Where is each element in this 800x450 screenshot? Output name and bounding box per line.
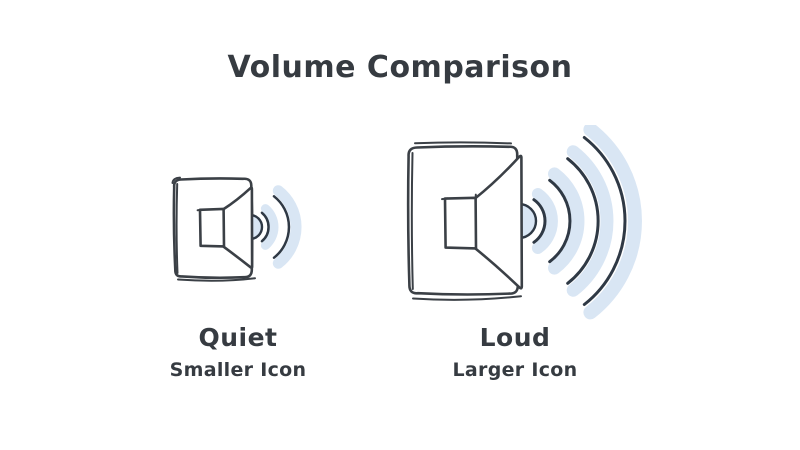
- speaker-driver: [198, 207, 226, 248]
- sketch-stroke: [196, 208, 203, 212]
- quiet-sublabel: Smaller Icon: [169, 359, 307, 381]
- sound-wave-line-icon: [532, 198, 547, 244]
- sketch-stroke: [414, 141, 512, 145]
- sketch-stroke: [175, 183, 179, 274]
- loud-label: Loud: [479, 323, 551, 352]
- sound-wave-band-icon: [548, 167, 585, 275]
- sound-wave-band-icon: [566, 145, 614, 297]
- sound-wave-line-icon: [272, 195, 291, 259]
- sound-wave-line-icon: [260, 211, 270, 243]
- sound-wave-band-icon: [272, 185, 302, 269]
- loud-caption: Loud Larger Icon: [415, 323, 615, 381]
- sketch-stroke: [441, 197, 449, 201]
- sound-wave-band-icon: [260, 204, 279, 250]
- loud-sublabel: Larger Icon: [452, 359, 578, 381]
- quiet-speaker-icon: [171, 176, 302, 282]
- page-title: Volume Comparison: [227, 50, 573, 85]
- sketch-stroke: [171, 176, 181, 184]
- sketch-stroke: [412, 295, 522, 301]
- sound-wave-band-icon: [531, 188, 558, 254]
- speaker-cone: [221, 186, 254, 270]
- quiet-label: Quiet: [198, 323, 278, 352]
- sketch-stroke: [410, 152, 414, 290]
- speaker-cone: [473, 154, 524, 290]
- loud-speaker-icon: [406, 125, 642, 320]
- sound-wave-line-icon: [566, 157, 600, 285]
- sketch-stroke: [177, 277, 256, 282]
- quiet-caption: Quiet Smaller Icon: [138, 323, 338, 381]
- sound-wave-line-icon: [582, 136, 627, 306]
- speaker-driver: [443, 196, 478, 250]
- sound-wave-band-icon: [583, 125, 642, 320]
- sound-wave-line-icon: [548, 178, 572, 264]
